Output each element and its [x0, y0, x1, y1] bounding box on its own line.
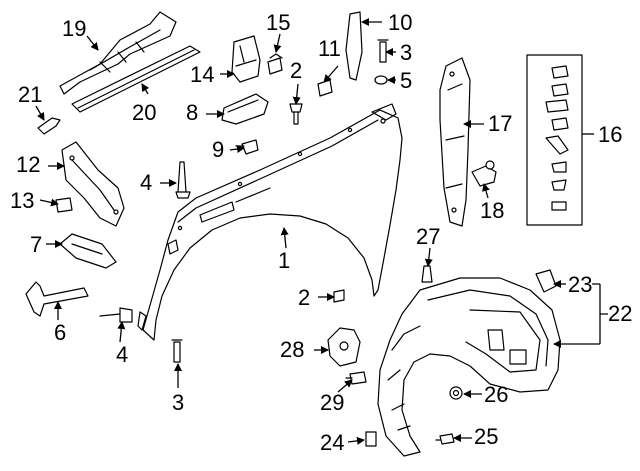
- callout-26: 26: [484, 382, 509, 407]
- callout-19: 19: [62, 16, 87, 41]
- callout-21: 21: [18, 82, 43, 107]
- callout-3-lower: 3: [172, 390, 185, 415]
- callout-9: 9: [212, 137, 225, 162]
- callout-15: 15: [266, 10, 291, 35]
- callout-7: 7: [30, 232, 43, 257]
- fender-part: [137, 103, 403, 341]
- callout-12: 12: [16, 152, 41, 177]
- callout-11: 11: [318, 36, 341, 61]
- callout-29: 29: [320, 390, 345, 415]
- callout-22: 22: [608, 301, 633, 326]
- callout-3-top: 3: [400, 40, 413, 65]
- callout-23: 23: [568, 272, 593, 297]
- callout-14: 14: [190, 62, 215, 87]
- callout-17: 17: [488, 111, 513, 136]
- callout-27: 27: [416, 224, 441, 249]
- callout-13: 13: [10, 188, 35, 213]
- callout-20: 20: [132, 100, 157, 125]
- callout-5: 5: [400, 68, 413, 93]
- upper-rail-part: [59, 11, 201, 113]
- callout-6: 6: [54, 320, 67, 345]
- callout-4-upper: 4: [140, 170, 153, 195]
- callout-18: 18: [480, 198, 505, 223]
- callout-4-lower: 4: [116, 342, 129, 367]
- callout-28: 28: [280, 337, 305, 362]
- liner-part: [377, 277, 561, 457]
- callout-25: 25: [474, 424, 499, 449]
- callout-1: 1: [278, 248, 291, 273]
- callout-24: 24: [320, 430, 345, 455]
- callout-16: 16: [598, 122, 623, 147]
- callout-8: 8: [186, 100, 199, 125]
- callout-10: 10: [388, 10, 413, 35]
- callout-2-top: 2: [290, 58, 303, 83]
- callout-2-lower: 2: [298, 285, 311, 310]
